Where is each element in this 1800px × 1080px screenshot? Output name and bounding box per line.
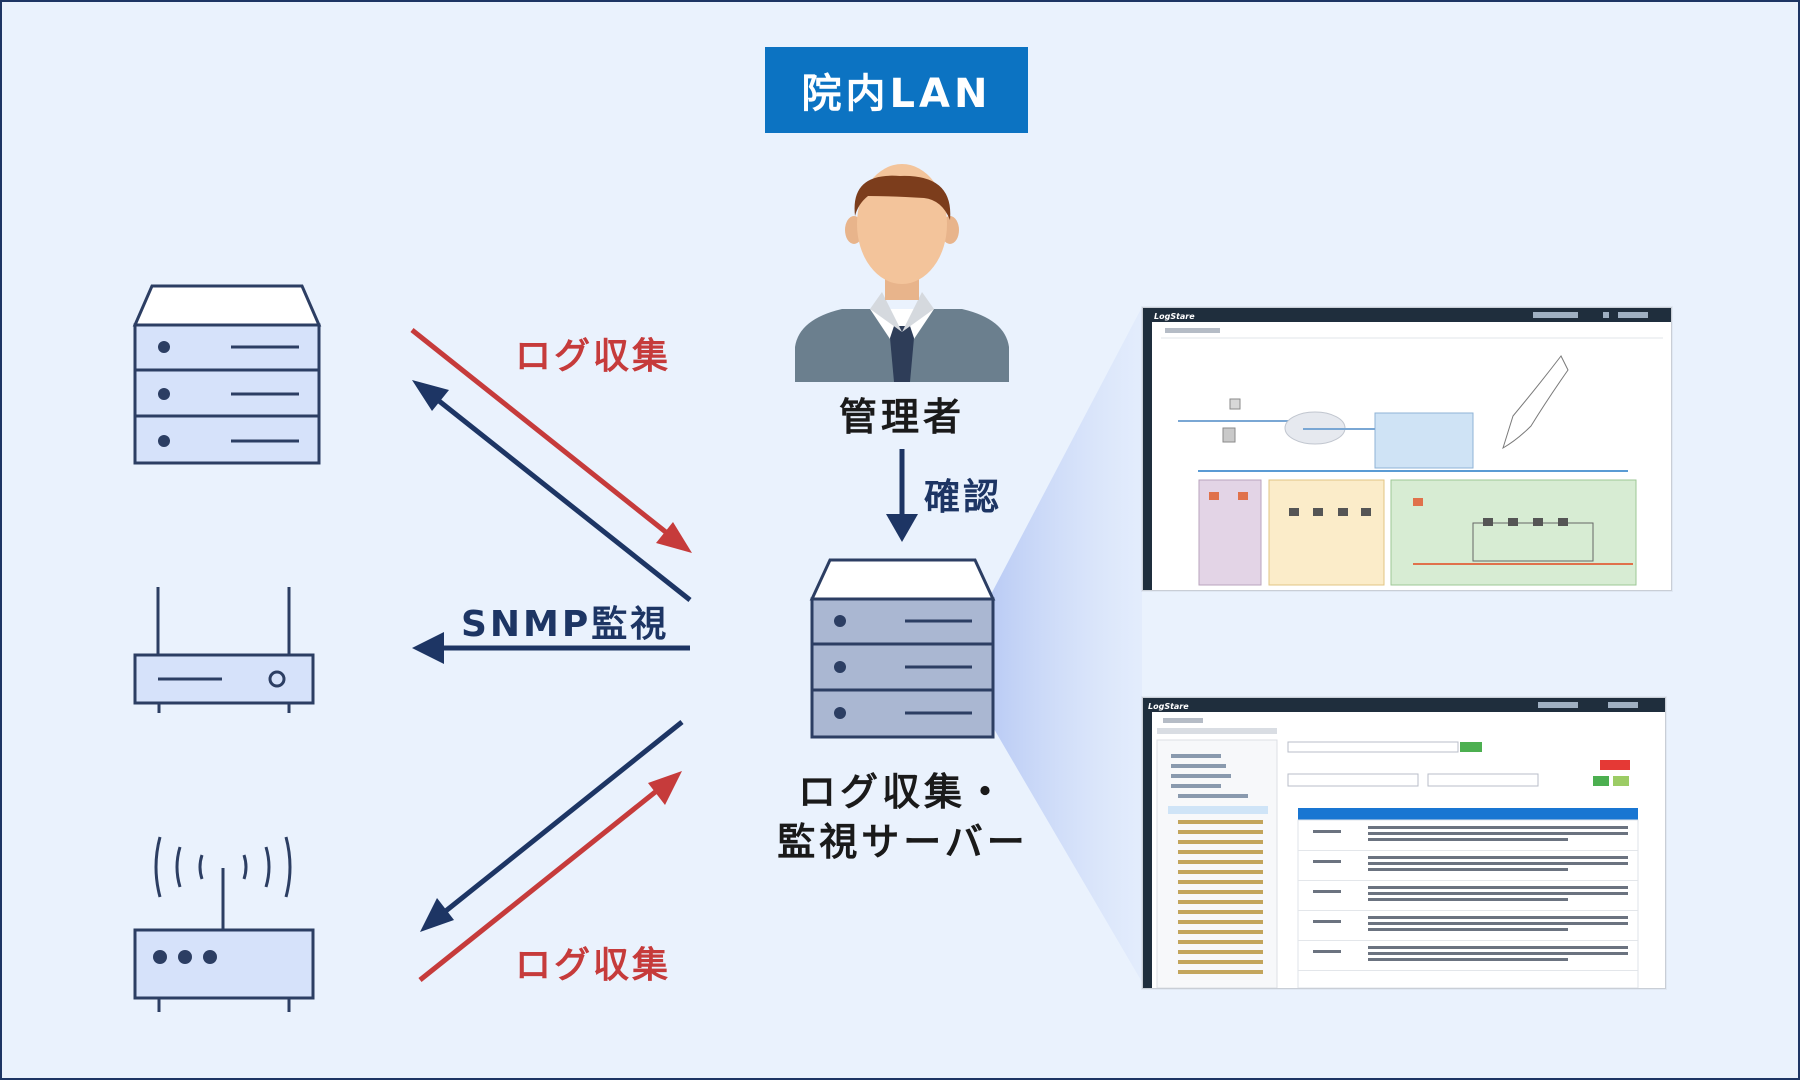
log-search-screenshot-image: LogStare	[1143, 698, 1665, 989]
network-title: 院内LAN	[765, 47, 1028, 133]
arrow-to-router-bottom	[420, 720, 684, 932]
log-collect-label-bottom: ログ収集	[515, 945, 672, 986]
status-viewer-screenshot: LogStare	[1142, 307, 1672, 591]
administrator-label: 管理者	[838, 395, 965, 439]
arrow-snmp-monitor	[412, 632, 690, 664]
top-brand: LogStare	[1154, 312, 1195, 321]
arrow-confirm	[886, 449, 918, 542]
confirm-label: 確認	[924, 477, 1003, 518]
server-label-line2: 監視サーバー	[777, 820, 1029, 864]
server-device-icon	[132, 284, 322, 465]
router-device-icon	[133, 587, 315, 713]
log-server-icon	[809, 558, 996, 739]
arrow-snmp-to-server-top	[412, 380, 692, 602]
server-label: ログ収集・ 監視サーバー	[772, 767, 1034, 867]
server-label-line1: ログ収集・	[797, 770, 1008, 814]
arrow-log-collect-top	[410, 328, 692, 553]
status-viewer-screenshot-image: LogStare	[1143, 308, 1671, 590]
projection-beam	[987, 307, 1142, 982]
snmp-monitor-label: SNMP監視	[461, 604, 670, 645]
log-search-screenshot: LogStare	[1142, 697, 1666, 989]
wireless-ap-device-icon	[133, 836, 315, 1012]
bottom-brand: LogStare	[1148, 702, 1189, 711]
log-collect-label-top: ログ収集	[515, 336, 672, 377]
administrator-icon	[795, 164, 1009, 382]
arrow-log-collect-bottom	[418, 771, 682, 982]
